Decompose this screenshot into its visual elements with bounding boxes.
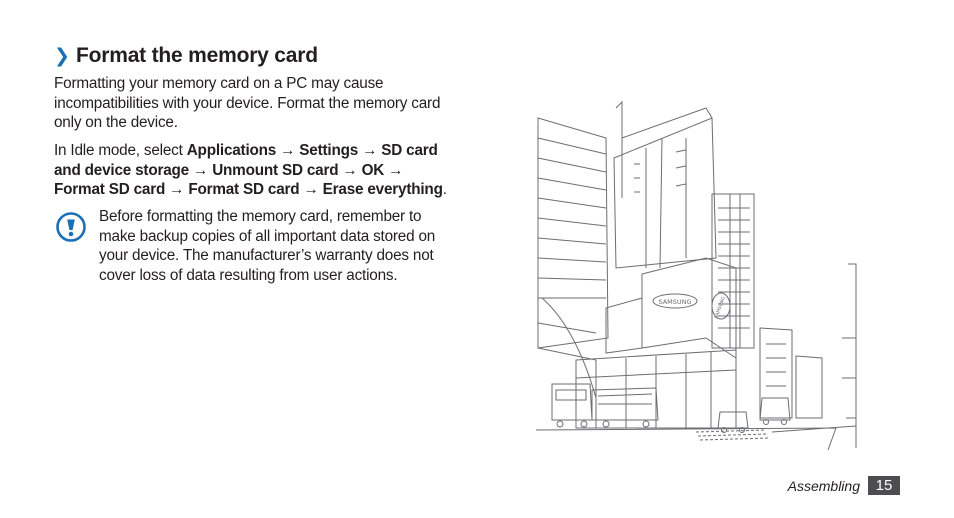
city-street-illustration: SAMSUNG SAMSUNG: [536, 100, 857, 450]
heading-title: Format the memory card: [76, 44, 318, 67]
arrow-separator: →: [299, 181, 323, 199]
intro-paragraph: Formatting your memory card on a PC may …: [54, 75, 441, 132]
caution-note: Before formatting the memory card, remem…: [99, 208, 436, 284]
instruction-prefix: In Idle mode, select: [54, 142, 187, 159]
arrow-separator: →: [188, 161, 213, 179]
arrow-separator: →: [358, 142, 382, 159]
footer-section-name: Assembling: [787, 477, 860, 494]
billboard-sign-1: SAMSUNG: [658, 298, 691, 306]
arrow-separator: →: [276, 142, 300, 159]
step-applications: Applications: [186, 142, 277, 159]
step-settings: Settings: [299, 142, 359, 159]
instruction-suffix: .: [442, 181, 447, 199]
step-sd-card-storage: SD card and device storage: [54, 142, 438, 179]
page-number-badge: 15: [868, 476, 900, 495]
arrow-separator: →: [384, 161, 404, 179]
step-unmount-sd-card: Unmount SD card: [212, 161, 339, 179]
section-heading: ❯ Format the memory card: [54, 44, 318, 68]
step-ok: OK: [361, 161, 385, 179]
page-footer: Assembling 15: [788, 476, 900, 495]
step-erase-everything: Erase everything: [322, 181, 443, 199]
instruction-paragraph: In Idle mode, select Applications → Sett…: [54, 141, 454, 200]
step-format-sd-card-confirm: Format SD card: [188, 181, 300, 199]
caution-icon: [56, 212, 86, 242]
arrow-separator: →: [338, 161, 362, 179]
chevron-right-icon: ❯: [54, 45, 70, 67]
arrow-separator: →: [165, 181, 189, 199]
step-format-sd-card: Format SD card: [54, 181, 166, 199]
